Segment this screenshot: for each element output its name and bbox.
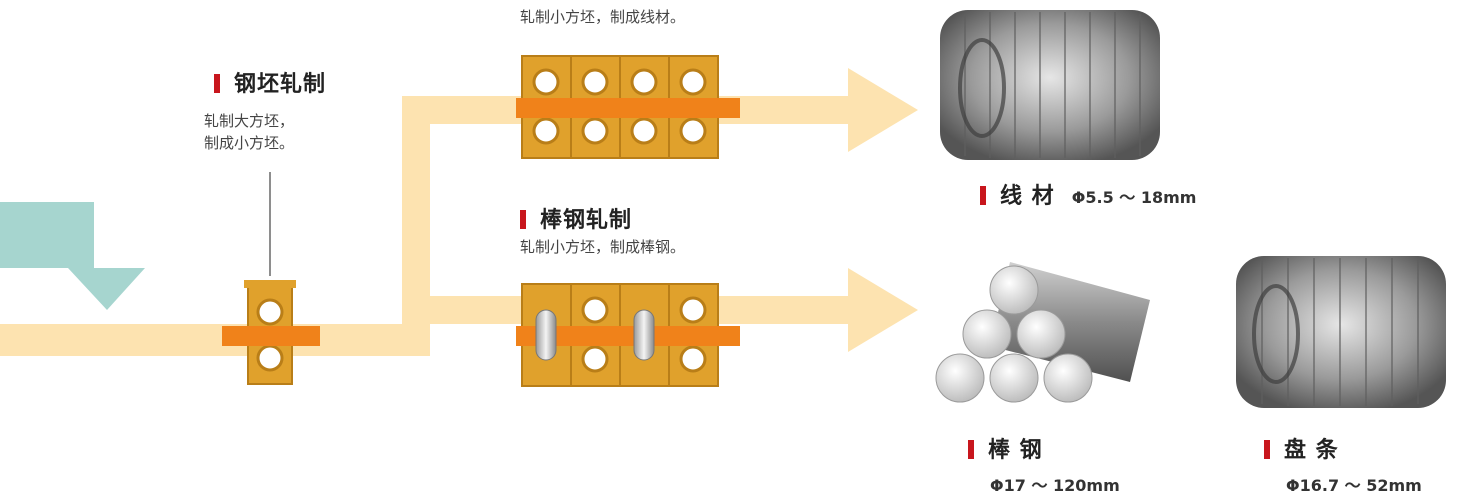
bar-coil-image	[1236, 256, 1446, 408]
bar-rolling-title: 棒钢轧制	[520, 202, 632, 234]
bar-coil-name: 盘 条	[1284, 438, 1339, 463]
bar-coil-spec: Φ16.7 ～ 52mm	[1286, 476, 1422, 495]
steel-bar-spec: Φ17 ～ 120mm	[990, 476, 1120, 495]
wire-rolling-desc: 轧制小方坯，制成线材。	[520, 8, 686, 26]
red-marker-icon	[520, 210, 526, 229]
incoming-arrow	[0, 202, 145, 310]
red-marker-icon	[980, 186, 986, 205]
red-marker-icon	[968, 440, 974, 459]
wire-rod-spec: Φ5.5 ～ 18mm	[1071, 188, 1197, 207]
bar-mill	[516, 283, 740, 387]
steel-bar-bundle-image	[935, 262, 1150, 403]
billet-rolling-desc: 轧制大方坯， 制成小方坯。	[204, 110, 294, 154]
billet-rolling-title-text: 钢坯轧制	[234, 72, 327, 97]
billet-rolling-desc-line1: 轧制大方坯，	[204, 112, 295, 130]
bar-coil-label: 盘 条 Φ16.7 ～ 52mm	[1264, 432, 1422, 496]
wire-rod-label: 线 材 Φ5.5 ～ 18mm	[980, 178, 1196, 210]
red-marker-icon	[1264, 440, 1270, 459]
billet-roll-stand	[222, 280, 320, 385]
wire-rod-name: 线 材	[1000, 184, 1055, 209]
wire-rod-mill	[516, 55, 740, 159]
red-marker-icon	[214, 74, 220, 93]
billet-rolling-desc-line2: 制成小方坯。	[204, 134, 295, 152]
wire-rod-coil-image	[940, 10, 1160, 160]
bar-rolling-title-text: 棒钢轧制	[540, 208, 633, 233]
bar-rolling-desc: 轧制小方坯，制成棒钢。	[520, 238, 686, 256]
steel-bar-label: 棒 钢 Φ17 ～ 120mm	[968, 432, 1120, 496]
steel-bar-name: 棒 钢	[988, 438, 1043, 463]
billet-rolling-title: 钢坯轧制	[214, 66, 326, 98]
flow-path	[0, 68, 918, 356]
